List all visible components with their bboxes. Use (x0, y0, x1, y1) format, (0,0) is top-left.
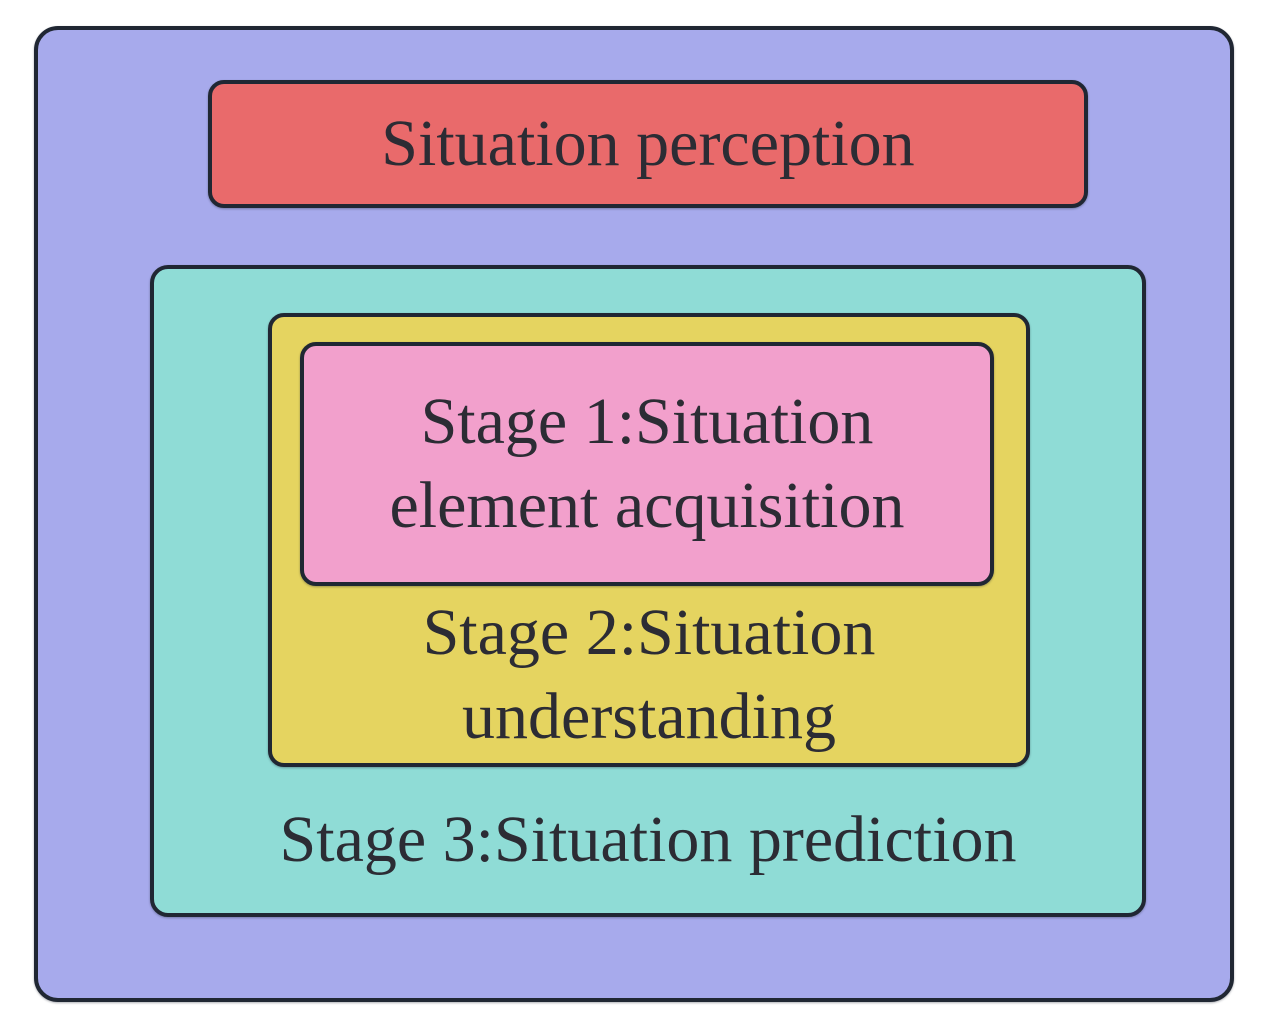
stage2-situation-understanding-box: Stage 1:Situation element acquisition St… (268, 313, 1030, 767)
situation-perception-label: Situation perception (381, 107, 915, 180)
situation-perception-outer-container: Situation perception Stage 1:Situation e… (34, 26, 1234, 1002)
stage2-label-line1: Stage 2:Situation (422, 595, 876, 669)
stage1-situation-element-acquisition-box: Stage 1:Situation element acquisition (300, 342, 994, 586)
stage3-label: Stage 3:Situation prediction (279, 803, 1017, 876)
stage1-label-line2: element acquisition (389, 469, 905, 542)
stage2-label-zone: Stage 2:Situation understanding (272, 586, 1026, 763)
stage1-label-line1: Stage 1:Situation (420, 385, 874, 458)
stage3-label-zone: Stage 3:Situation prediction (154, 767, 1142, 913)
stage2-label-line2: understanding (462, 679, 836, 753)
stage3-situation-prediction-box: Stage 1:Situation element acquisition St… (150, 265, 1146, 917)
situation-perception-box: Situation perception (208, 80, 1088, 208)
